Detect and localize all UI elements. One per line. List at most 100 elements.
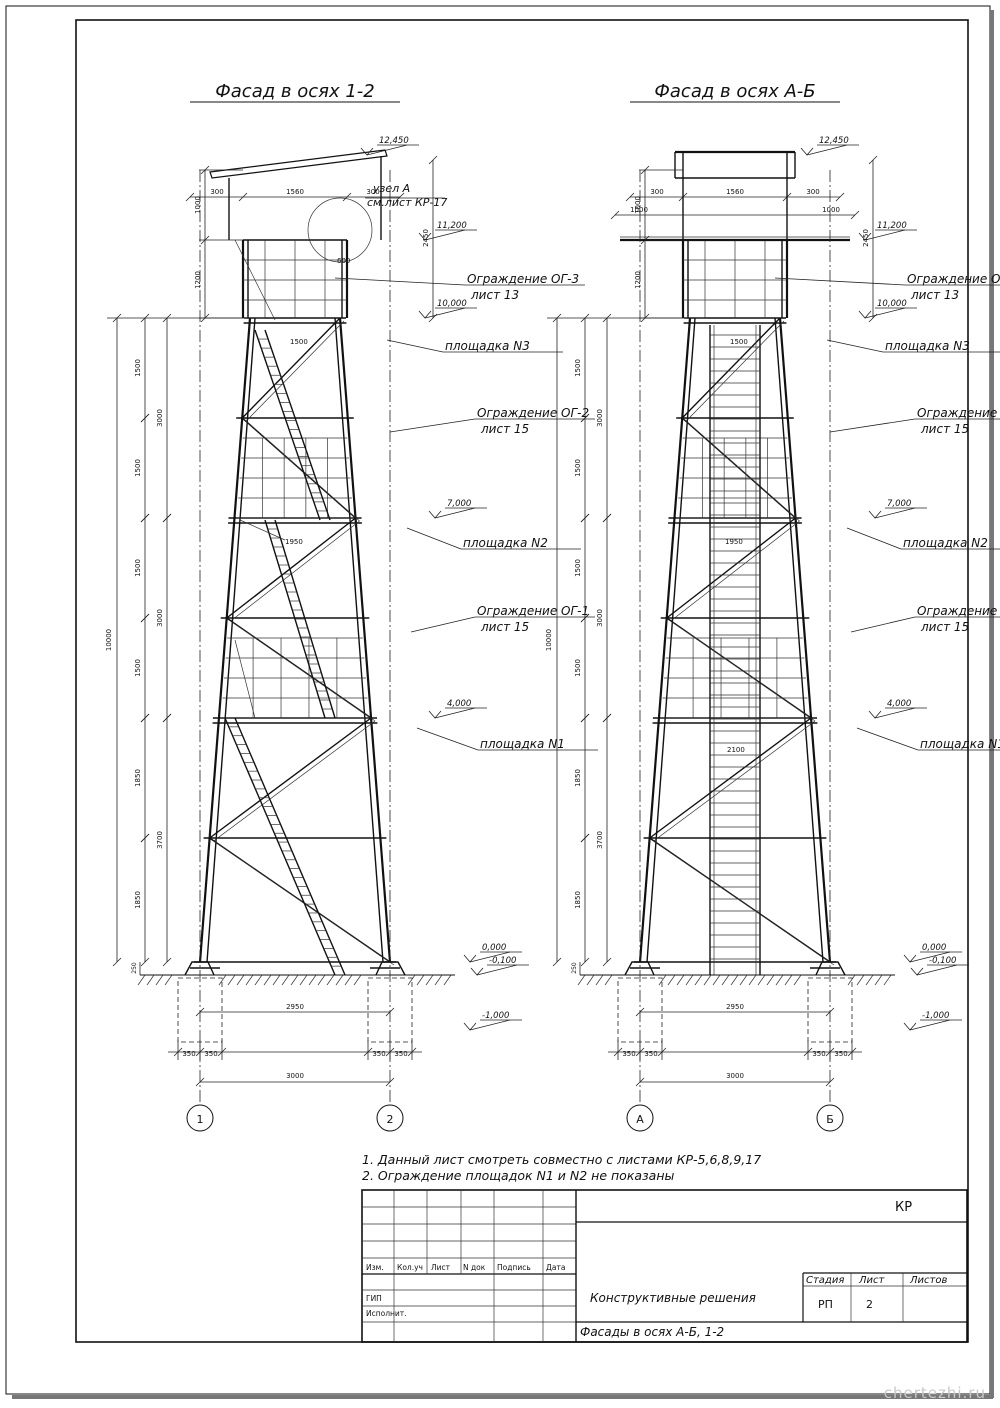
dim-label: 1200 (194, 271, 202, 289)
brace-diagonal-edge (670, 520, 800, 622)
node-a-ref: см.лист КР-17 (367, 196, 447, 209)
stage-header: Стадия (806, 1275, 844, 1286)
ground-hatch (883, 974, 892, 986)
callout-leader (846, 527, 902, 550)
dim-label: 350 (372, 1050, 385, 1058)
ground-hatch (317, 974, 326, 986)
ground-hatch (694, 974, 703, 986)
dim-tick (825, 1077, 835, 1087)
level-0-000: 0,000 (482, 943, 506, 953)
level-minus-0-100: -0,100 (489, 956, 516, 966)
ground-hatch (425, 974, 434, 986)
axis-label: 2 (387, 1113, 394, 1126)
ground-hatch (263, 974, 272, 986)
dim-tick (140, 957, 150, 967)
level-11-200: 11,200 (877, 221, 907, 231)
dim-label: 300 (650, 188, 663, 196)
dim-tick (342, 192, 352, 202)
callout-leader (829, 418, 916, 433)
dim-tick (112, 957, 122, 967)
dim-tick (195, 1077, 205, 1087)
brace-diagonal (681, 417, 796, 519)
dim-tick (580, 833, 590, 843)
ground-hatch (155, 974, 164, 986)
dim-tick (602, 513, 612, 523)
dim-tick (825, 1007, 835, 1017)
level-leader (469, 951, 511, 963)
object-name: Конструктивные решения (590, 1291, 756, 1305)
dim-label: 2450 (862, 229, 870, 247)
dim-tick (140, 513, 150, 523)
ground-hatch (703, 974, 712, 986)
dim-label: 1950 (285, 538, 303, 546)
dim-label: 1850 (134, 891, 142, 909)
tower-leg-left (198, 317, 252, 963)
dim-tick (140, 713, 150, 723)
dim-tick (162, 313, 172, 323)
dim-label: 3000 (156, 609, 164, 627)
callout-leader (416, 727, 479, 751)
col-podpis: Подпись (497, 1263, 531, 1272)
sheet-border (5, 5, 991, 1395)
stage-value: РП (818, 1298, 833, 1311)
dim-label: 1850 (134, 769, 142, 787)
ground-hatch (721, 974, 730, 986)
dim-label: 2950 (726, 1003, 744, 1011)
callout-platform: площадка N2 (903, 536, 988, 550)
ground-hatch (416, 974, 425, 986)
brace-diagonal-edge (245, 320, 345, 422)
dim-label: 3700 (596, 831, 604, 849)
callout-guard: Ограждение ОГ-3 (467, 272, 579, 286)
callout-guard: Ограждение ОГ-1 (477, 604, 589, 618)
dim-tick (635, 1007, 645, 1017)
dim-tick (635, 1077, 645, 1087)
dim-tick (185, 192, 195, 202)
level-leader (916, 964, 958, 976)
dim-label: 350 (812, 1050, 825, 1058)
brace-diagonal-edge (653, 720, 816, 842)
stair-handrail (234, 639, 256, 719)
dim-label: 2950 (286, 1003, 304, 1011)
level-4-000: 4,000 (447, 699, 471, 709)
callout-guard: Ограждение ОГ-2 (917, 406, 1000, 420)
level-minus-0-100: -0,100 (929, 956, 956, 966)
stair-handrail (239, 519, 286, 541)
dim-label: 1500 (134, 459, 142, 477)
ground-hatch (775, 974, 784, 986)
level-leader (864, 229, 906, 241)
ground-hatch (335, 974, 344, 986)
tower-leg-left (638, 317, 692, 963)
dim-tick (835, 192, 845, 202)
ground-hatch (218, 974, 227, 986)
tower-leg-right-inner (774, 317, 824, 963)
dim-label: 3000 (286, 1072, 304, 1080)
dim-tick (140, 613, 150, 623)
dim-label: 1500 (290, 338, 308, 346)
ground-hatch (326, 974, 335, 986)
dim-label: 1500 (134, 659, 142, 677)
sheet-header: Лист (858, 1275, 886, 1286)
level-leader (366, 144, 408, 156)
node-a-label: узел А (372, 182, 410, 195)
ground-hatch (784, 974, 793, 986)
callout-guard-sheet: лист 13 (470, 288, 519, 302)
view-title: Фасад в осях А-Б (654, 81, 815, 102)
axis-label: 1 (197, 1113, 204, 1126)
dim-label: 10000 (545, 629, 553, 651)
brace-diagonal (649, 717, 812, 839)
dim-label: 250 (131, 962, 138, 974)
level-0-000: 0,000 (922, 943, 946, 953)
dim-label: 350 (182, 1050, 195, 1058)
brace-diagonal (226, 517, 356, 619)
stair-stringer (234, 717, 346, 976)
dim-label: 1560 (726, 188, 744, 196)
brace-diagonal-edge (686, 420, 800, 522)
ground-hatch (245, 974, 254, 986)
dim-tick (678, 192, 688, 202)
dim-label: 10000 (105, 629, 113, 651)
dim-label: 350 (394, 1050, 407, 1058)
ground-hatch (748, 974, 757, 986)
watermark: chertezhi.ru (883, 1384, 986, 1402)
dim-label: 1000 (194, 196, 202, 214)
